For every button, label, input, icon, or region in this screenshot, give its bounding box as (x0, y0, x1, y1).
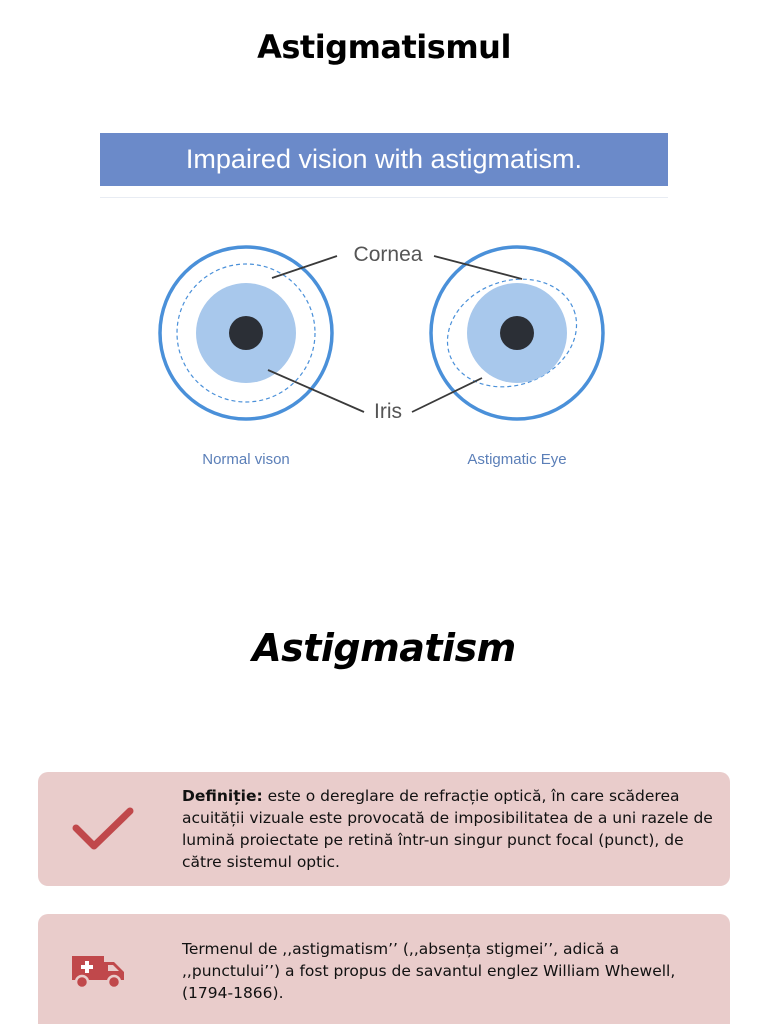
etymology-text: Termenul de ,,astigmatism’’ (,,absența s… (182, 940, 676, 1002)
section-title: Astigmatism (252, 626, 516, 670)
leader-iris-right (411, 377, 483, 413)
astigmatic-eye-pupil (500, 316, 534, 350)
label-cornea: Cornea (354, 243, 423, 266)
astigmatism-figure: Impaired vision with astigmatism. Cornea… (100, 133, 668, 483)
normal-eye-pupil (229, 316, 263, 350)
definition-card: Definiție: este o dereglare de refracție… (38, 772, 730, 886)
normal-eye-dashed-ring (176, 263, 316, 403)
figure-banner: Impaired vision with astigmatism. (100, 133, 668, 186)
leader-cornea-left (271, 255, 338, 279)
caption-normal-vision: Normal vison (202, 451, 290, 468)
caption-astigmatic-eye: Astigmatic Eye (467, 451, 566, 468)
definition-body: este o dereglare de refracție optică, în… (182, 787, 713, 871)
label-iris: Iris (374, 400, 402, 423)
normal-eye (158, 245, 334, 421)
definition-text: Definiție: este o dereglare de refracție… (182, 785, 722, 873)
definition-label: Definiție: (182, 787, 263, 805)
figure-divider (100, 197, 668, 198)
checkmark-icon (72, 807, 134, 850)
astigmatic-eye (429, 245, 605, 421)
leader-iris-left (267, 369, 365, 413)
ambulance-icon (72, 956, 124, 990)
eye-diagram: Cornea Iris Normal vison Astigmatic Eye (158, 243, 605, 468)
etymology-card: Termenul de ,,astigmatism’’ (,,absența s… (38, 914, 730, 1024)
leader-cornea-right (433, 255, 523, 280)
page-title: Astigmatismul (257, 28, 511, 66)
astigmatic-eye-dashed-ellipse (446, 278, 578, 388)
